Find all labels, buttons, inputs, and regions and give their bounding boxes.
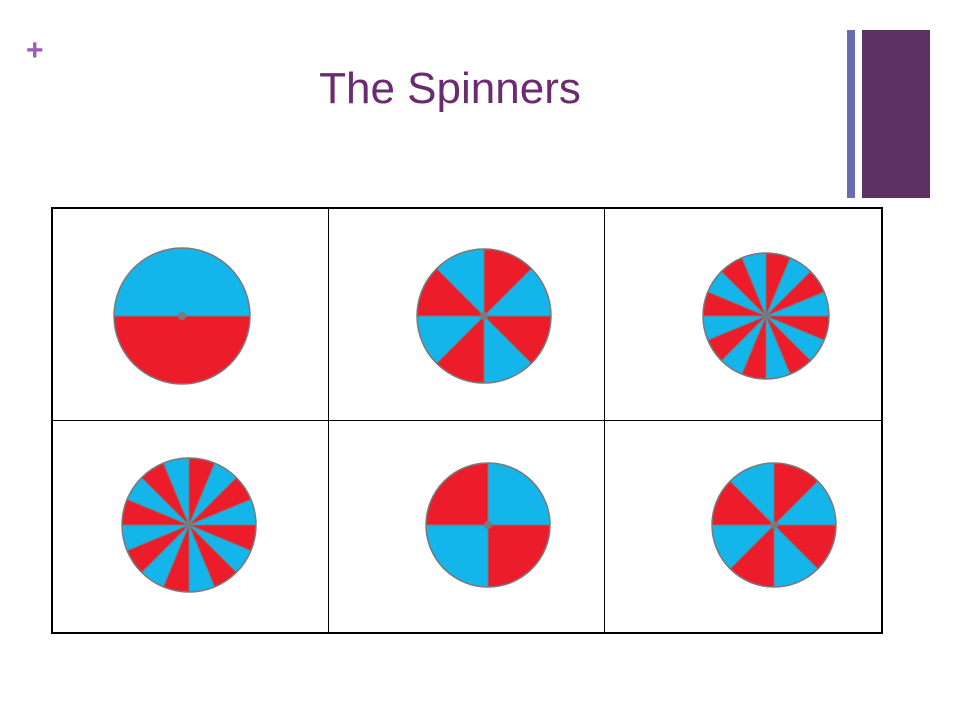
decorative-bar-thin [847, 30, 855, 198]
spinner-sector [425, 462, 489, 526]
table-cell [53, 209, 329, 421]
spinner-sector [113, 315, 251, 385]
spinner-sector [113, 247, 251, 317]
spinner-halves [113, 247, 251, 385]
spinner-outline [121, 457, 257, 593]
spinner-table [51, 207, 883, 634]
decorative-bar-thick [862, 30, 930, 198]
spinner-16-sectors-b [121, 457, 257, 593]
spinner-8-sectors-b [711, 462, 837, 588]
spinner-sector [487, 462, 551, 526]
spinner-hub [185, 521, 193, 529]
spinner-hub [480, 312, 488, 320]
spinner-quarters [425, 462, 551, 588]
spinner-outline [425, 462, 551, 588]
spinner-sector [487, 524, 551, 588]
spinner-16-sectors [702, 252, 830, 380]
spinner-outline [113, 247, 251, 385]
spinner-outline [711, 462, 837, 588]
plus-icon: + [26, 34, 44, 67]
table-cell [53, 421, 329, 632]
spinner-sector [425, 524, 489, 588]
spinner-hub [770, 521, 778, 529]
table-cell [605, 209, 881, 421]
spinner-8-sectors [416, 248, 552, 384]
spinner-outline [702, 252, 830, 380]
table-cell [329, 421, 605, 632]
spinner-hub [762, 312, 770, 320]
table-cell [329, 209, 605, 421]
spinner-hub [178, 312, 186, 320]
table-cell [605, 421, 881, 632]
spinner-hub [484, 521, 492, 529]
spinner-outline [416, 248, 552, 384]
slide-title: The Spinners [319, 64, 581, 113]
